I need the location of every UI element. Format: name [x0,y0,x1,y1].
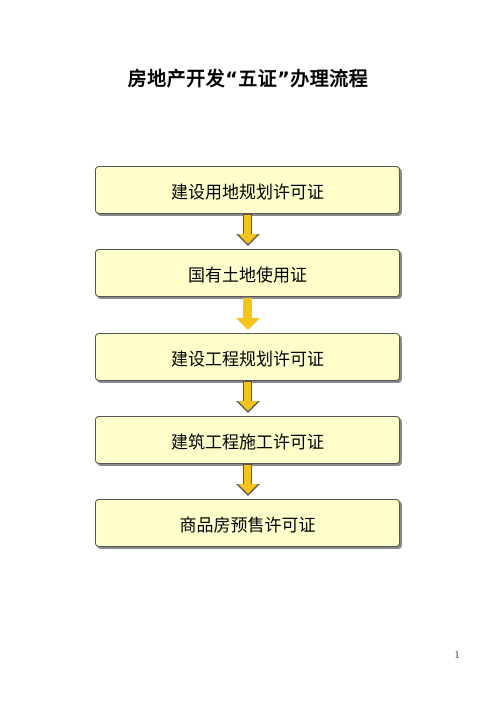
down-arrow-icon [236,381,260,415]
flow-step-label: 建设用地规划许可证 [171,182,324,203]
flow-step-label: 建设工程规划许可证 [171,349,324,370]
down-arrow-icon [236,464,260,498]
flow-step-3: 建设工程规划许可证 [95,333,400,381]
flow-step-label: 建筑工程施工许可证 [171,432,324,453]
page-title: 房地产开发“五证”办理流程 [127,68,369,90]
flow-step-label: 国有土地使用证 [188,265,307,286]
down-arrow-icon [236,298,260,332]
flow-step-5: 商品房预售许可证 [95,499,400,547]
flow-step-1: 建设用地规划许可证 [95,166,400,214]
flow-step-label: 商品房预售许可证 [179,515,316,536]
flow-step-2: 国有土地使用证 [95,249,400,297]
page-number: 1 [454,650,460,661]
down-arrow-icon [236,214,260,248]
flow-step-4: 建筑工程施工许可证 [95,416,400,464]
